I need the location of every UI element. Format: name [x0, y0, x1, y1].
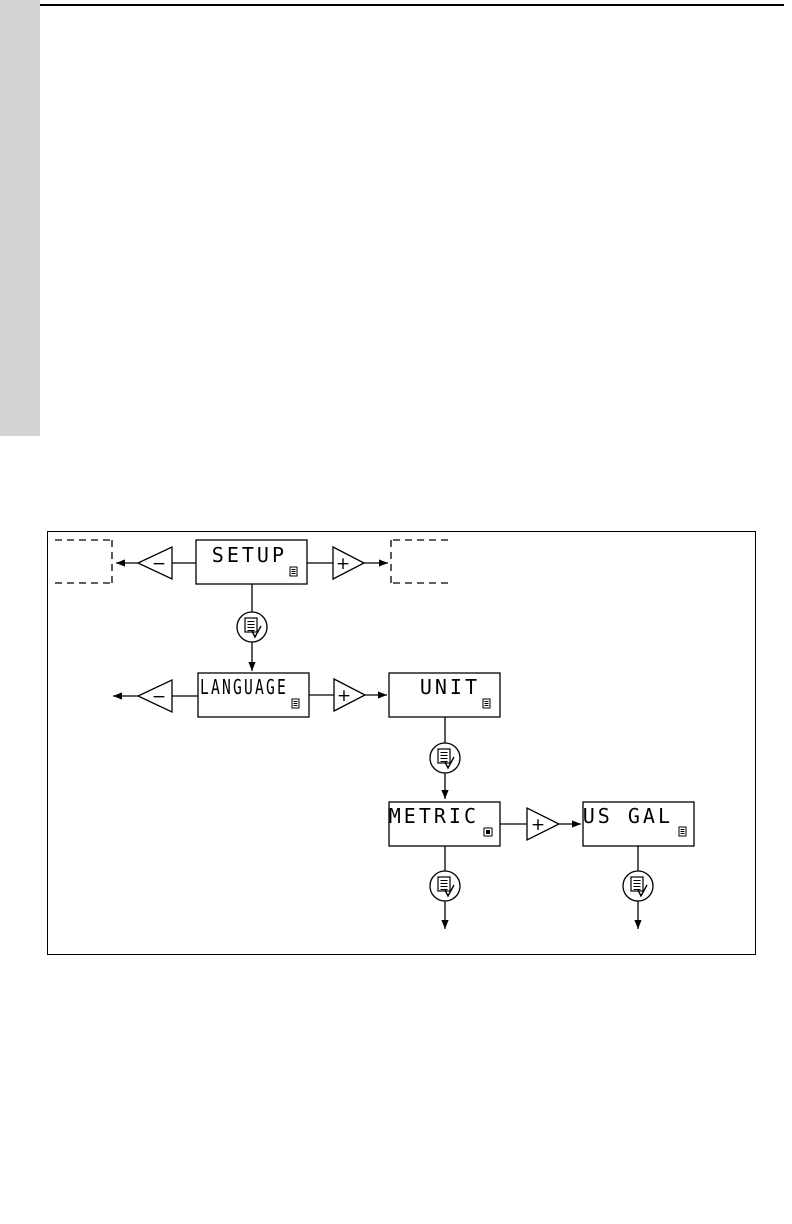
metric-display: METRIC — [389, 802, 500, 846]
menu-enter-icon[interactable] — [237, 612, 267, 642]
menu-enter-icon[interactable] — [430, 871, 460, 901]
plus-button-label: + — [337, 686, 351, 706]
plus-button[interactable]: + — [334, 679, 365, 711]
lcd-status-icon — [292, 699, 299, 708]
unit-display-text: UNIT — [420, 675, 480, 699]
minus-button-label: − — [152, 554, 166, 574]
language-display-text: LANGUAGE — [200, 675, 288, 699]
us-gal-display: US GAL — [583, 802, 694, 846]
unit-display: UNIT — [389, 673, 500, 717]
us-gal-display-text: US GAL — [583, 804, 673, 828]
plus-button[interactable]: + — [527, 808, 559, 840]
setup-display: SETUP — [196, 540, 307, 584]
plus-button-label: + — [531, 815, 545, 835]
minus-button-label: − — [152, 687, 166, 707]
lcd-status-icon — [679, 827, 686, 836]
setup-display-text: SETUP — [212, 543, 287, 567]
prev-menu-placeholder — [55, 540, 112, 583]
plus-button-label: + — [336, 554, 350, 574]
minus-button[interactable]: − — [138, 680, 172, 712]
language-display: LANGUAGE — [198, 673, 309, 717]
menu-enter-icon[interactable] — [623, 871, 653, 901]
lcd-status-icon — [290, 567, 297, 576]
plus-button[interactable]: + — [333, 547, 364, 579]
metric-display-text: METRIC — [389, 804, 479, 828]
menu-enter-icon[interactable] — [430, 743, 460, 773]
next-menu-placeholder — [391, 540, 450, 583]
lcd-status-icon — [483, 699, 490, 708]
minus-button[interactable]: − — [138, 547, 172, 579]
